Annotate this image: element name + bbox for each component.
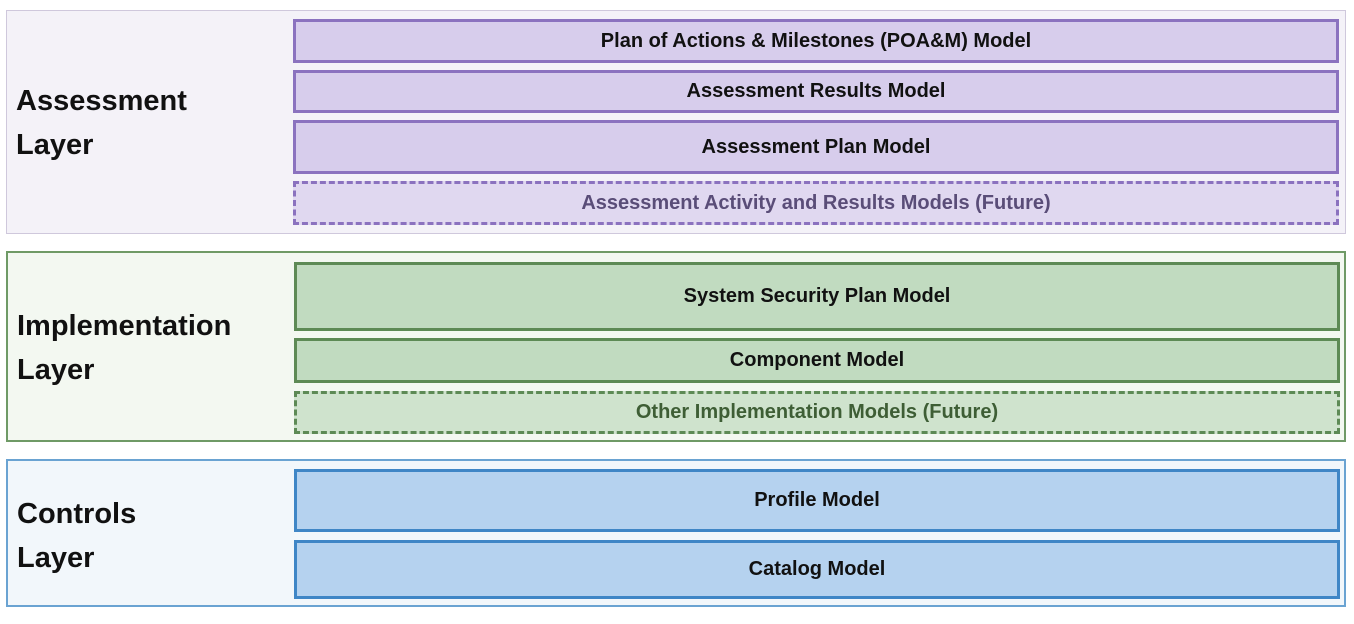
assessment-results-model-box: Assessment Results Model <box>293 70 1339 113</box>
assessment-plan-model-label: Assessment Plan Model <box>701 135 931 158</box>
component-model-box: Component Model <box>294 338 1340 383</box>
assessment-layer-label: Assessment Layer <box>16 85 187 161</box>
profile-model-box: Profile Model <box>294 469 1340 532</box>
controls-layer: Controls Layer Profile Model Catalog Mod… <box>6 459 1346 607</box>
catalog-model-box: Catalog Model <box>294 540 1340 599</box>
assessment-layer: Assessment Layer Plan of Actions & Miles… <box>6 10 1346 234</box>
implementation-layer: Implementation Layer System Security Pla… <box>6 251 1346 442</box>
other-implementation-future-label: Other Implementation Models (Future) <box>635 401 999 423</box>
catalog-model-label: Catalog Model <box>748 558 886 580</box>
assessment-activity-future-label: Assessment Activity and Results Models (… <box>581 191 1051 214</box>
component-model-label: Component Model <box>729 349 905 371</box>
assessment-activity-future-box: Assessment Activity and Results Models (… <box>293 181 1339 225</box>
system-security-plan-model-label: System Security Plan Model <box>683 285 951 307</box>
assessment-results-model-label: Assessment Results Model <box>686 80 946 102</box>
profile-model-label: Profile Model <box>754 489 880 511</box>
poam-model-box: Plan of Actions & Milestones (POA&M) Mod… <box>293 19 1339 63</box>
controls-layer-label: Controls Layer <box>17 498 137 574</box>
system-security-plan-model-box: System Security Plan Model <box>294 262 1340 331</box>
implementation-layer-label: Implementation Layer <box>17 310 232 386</box>
assessment-plan-model-box: Assessment Plan Model <box>293 120 1339 174</box>
poam-model-label: Plan of Actions & Milestones (POA&M) Mod… <box>600 29 1032 52</box>
other-implementation-future-box: Other Implementation Models (Future) <box>294 391 1340 434</box>
